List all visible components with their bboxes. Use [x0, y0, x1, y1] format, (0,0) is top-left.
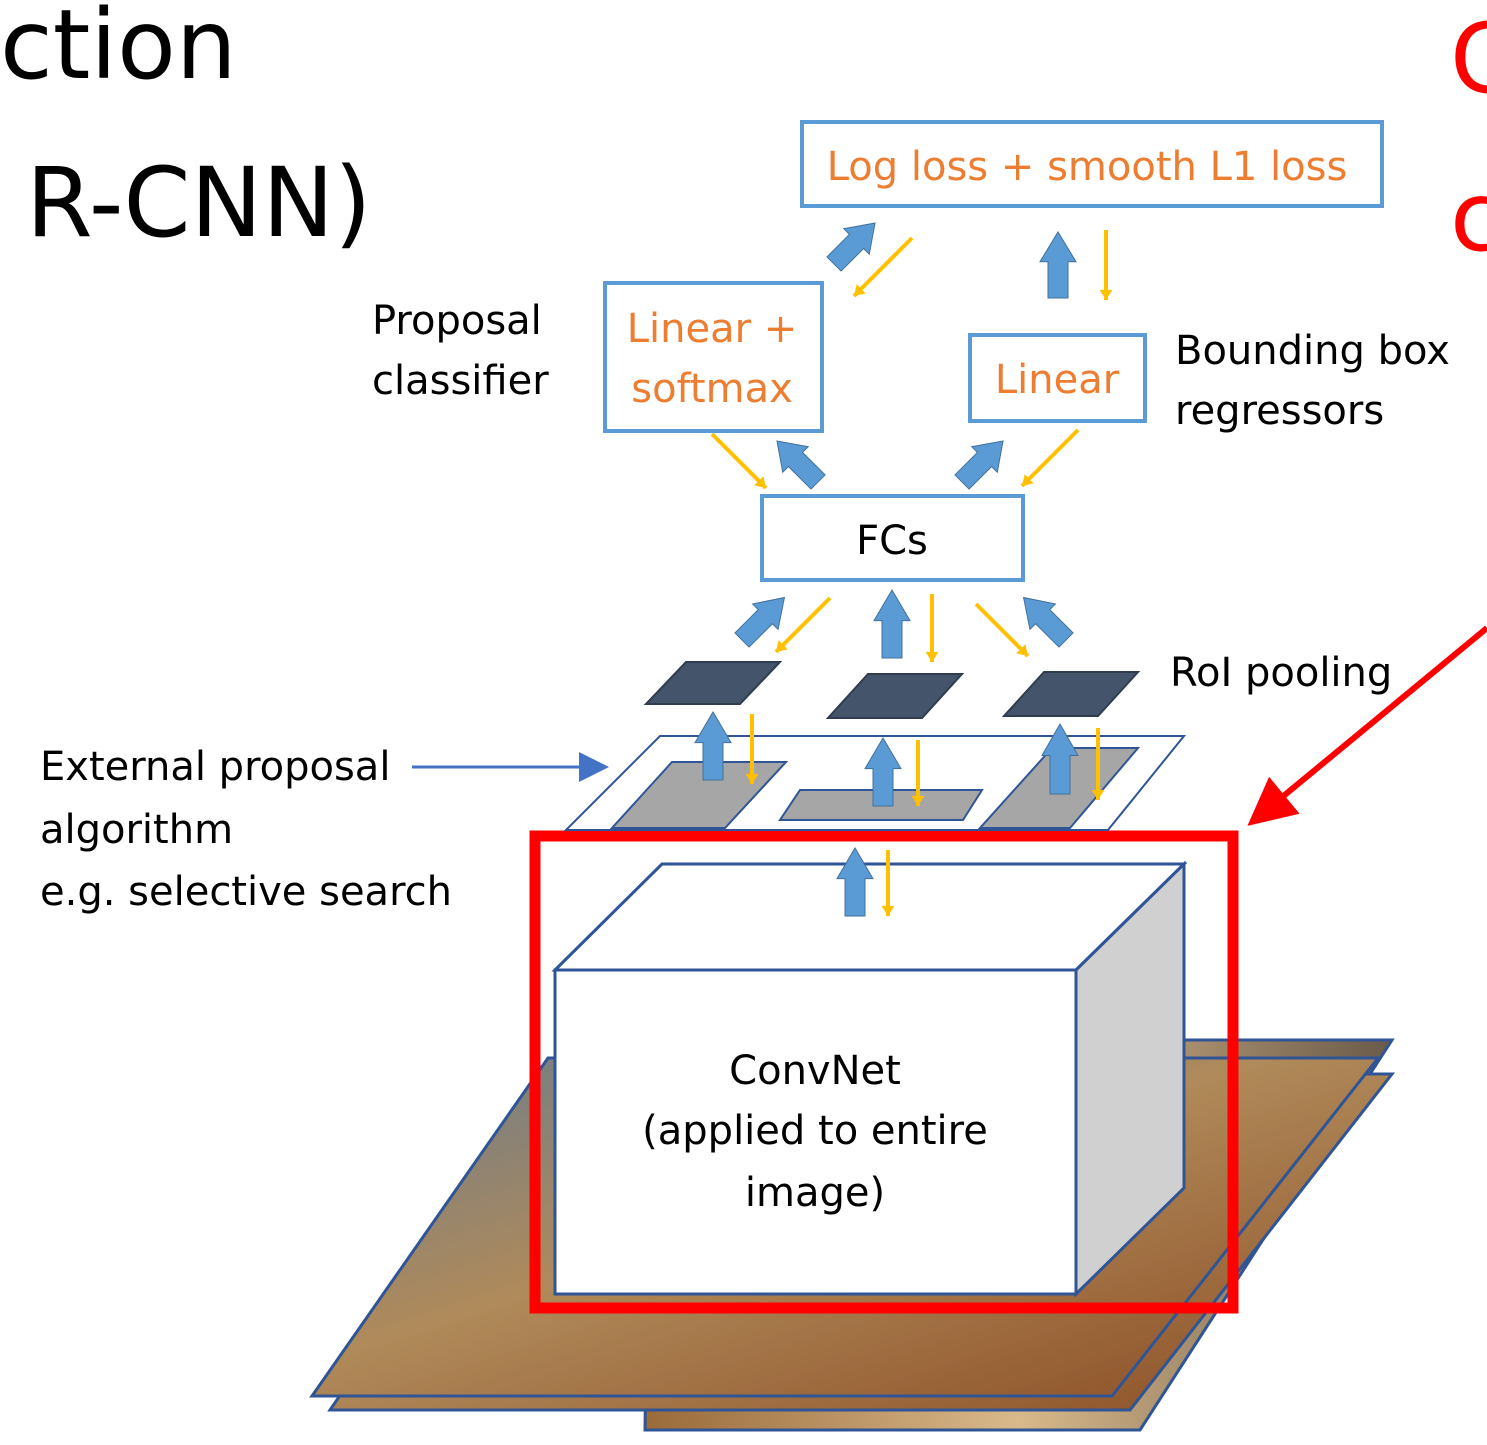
up-arrow-loss-1 [826, 222, 876, 272]
down-arrow-fc-1-head [776, 640, 788, 652]
loss-box-label: Log loss + smooth L1 loss [827, 144, 1348, 190]
roi-pooled-features [643, 661, 1141, 719]
up-arrow-loss-2 [1039, 231, 1077, 299]
up-arrow-classifier [776, 440, 826, 490]
convnet-label-line2: (applied to entire [642, 1108, 988, 1154]
convnet-top-face [551, 862, 1188, 972]
up-arrow-fc-2 [873, 589, 911, 659]
down-arrow-regressor [1020, 428, 1080, 488]
up-arrow-roi-3 [1041, 722, 1079, 795]
slide-title-line2: R-CNN) [26, 147, 372, 259]
roi-feature-1 [643, 661, 783, 705]
convnet-front-face [553, 968, 1078, 1296]
up-arrow-roi-2 [864, 737, 902, 807]
proposal-region-1 [609, 761, 789, 829]
down-arrow-roi-3-head [1091, 789, 1105, 800]
convnet-label-line1: ConvNet [729, 1048, 901, 1094]
down-arrow-fc-1 [774, 596, 832, 654]
classifier-label-line1: Proposal [372, 298, 542, 344]
classifier-box: Linear + softmax [603, 281, 824, 433]
down-arrow-loss-2-head [1099, 289, 1113, 300]
fc-box: FCs [760, 494, 1025, 582]
roi-feature-3 [1001, 671, 1141, 717]
highlight-pointer-arrow [1247, 625, 1487, 826]
classifier-label-line2: classifier [372, 358, 549, 404]
regressor-box: Linear [968, 333, 1147, 423]
up-arrow-fc-3 [1022, 596, 1074, 648]
regressor-label-line2: regressors [1175, 388, 1384, 434]
up-arrow-regressor [954, 440, 1004, 490]
up-arrow-fc-1 [734, 596, 786, 648]
classifier-box-line1: Linear + [627, 306, 798, 352]
down-arrow-roi-1-head [745, 773, 759, 784]
proposal-label-line3: e.g. selective search [40, 869, 452, 915]
down-arrow-regressor-head [1022, 474, 1034, 486]
down-arrow-classifier [710, 432, 768, 490]
proposal-label-line2: algorithm [40, 807, 233, 853]
roi-feature-2 [825, 673, 965, 719]
down-arrow-loss-1-head [854, 284, 866, 296]
loss-box: Log loss + smooth L1 loss [800, 120, 1384, 208]
flow-arrows [694, 222, 1113, 917]
regressor-label-line1: Bounding box [1175, 328, 1450, 374]
right-fragment-top: C [1450, 3, 1487, 115]
slide-title-line1: ction [0, 0, 237, 101]
down-arrow-roi-2-head [911, 795, 925, 806]
convnet-label-line3: image) [745, 1170, 885, 1216]
down-arrow-fc-3-head [1016, 644, 1028, 656]
classifier-box-line2: softmax [631, 366, 793, 412]
up-arrow-roi-1 [694, 711, 732, 781]
convnet-block: ConvNet (applied to entire image) [551, 860, 1188, 1298]
down-arrow-classifier-head [754, 476, 766, 488]
down-arrow-loss-1 [852, 236, 914, 298]
up-arrow-convnet [836, 847, 874, 917]
fc-box-label: FCs [856, 518, 928, 564]
down-arrow-fc-3 [974, 602, 1030, 658]
roi-pooling-label: RoI pooling [1170, 650, 1392, 696]
down-arrow-convnet-head [881, 905, 895, 916]
convnet-highlight-box [529, 830, 1239, 1314]
right-fragment-bottom: c [1450, 161, 1487, 273]
proposal-label-line1: External proposal [40, 744, 390, 790]
down-arrow-fc-2-head [925, 651, 939, 662]
regressor-box-label: Linear [995, 357, 1120, 403]
